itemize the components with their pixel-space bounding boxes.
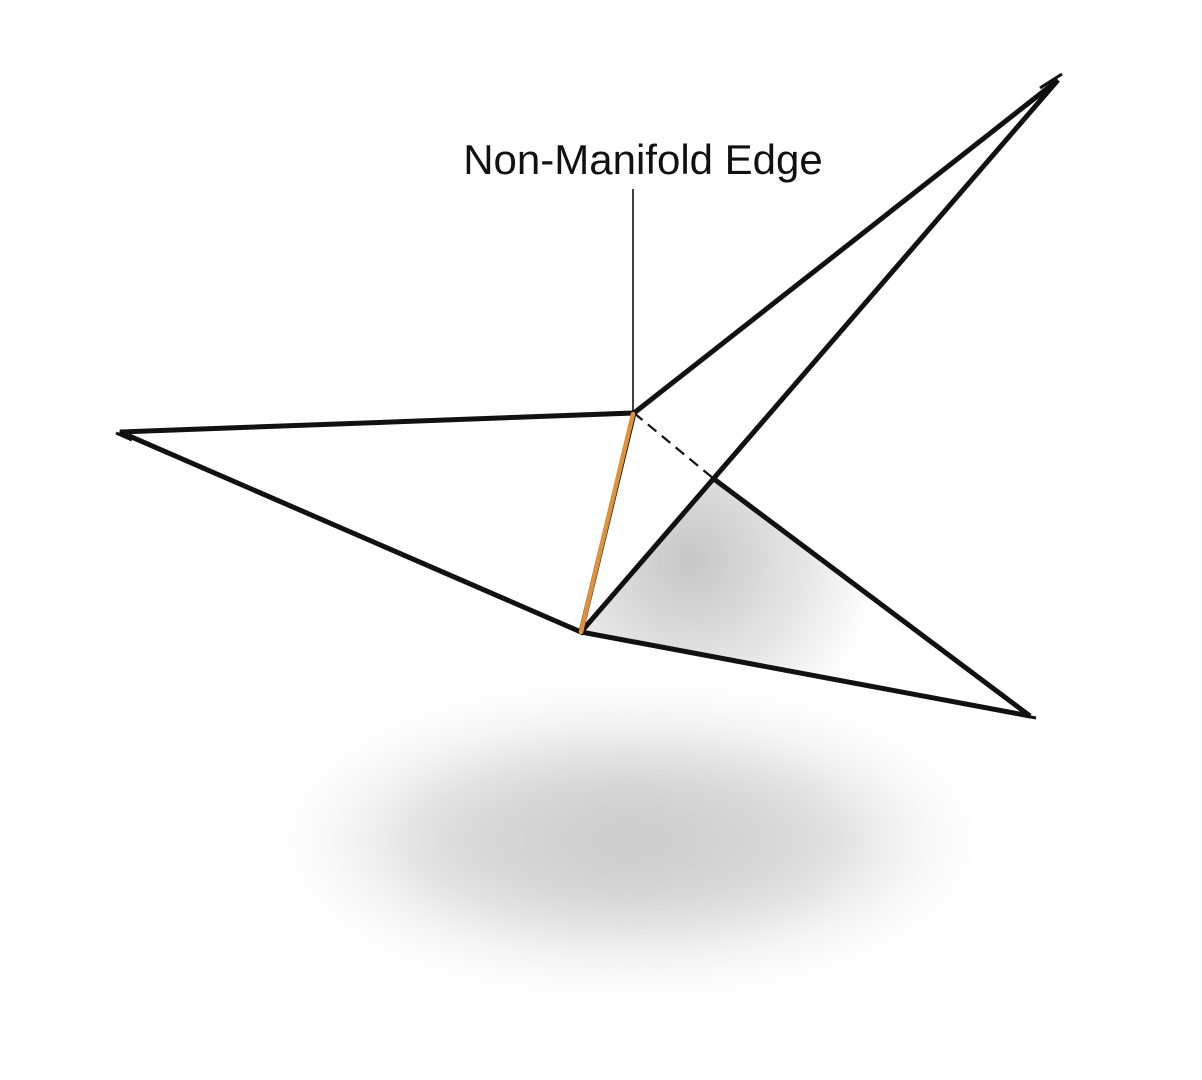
apex-tip <box>1039 72 1063 90</box>
lower-edge-right <box>712 477 1032 718</box>
shaded-face <box>581 479 1030 716</box>
lower-edge-bottom <box>580 629 1031 719</box>
left-tip <box>115 431 133 442</box>
non-manifold-edge-label: Non-Manifold Edge <box>463 136 823 183</box>
upper-edge-top <box>632 78 1060 415</box>
lower-tip <box>1015 712 1037 720</box>
upper-edge-long <box>579 78 1060 634</box>
left-triangle-face <box>119 410 638 636</box>
non-manifold-edge <box>578 411 636 635</box>
ground-shadow <box>250 685 1010 995</box>
hidden-edge-dashed <box>633 412 715 480</box>
